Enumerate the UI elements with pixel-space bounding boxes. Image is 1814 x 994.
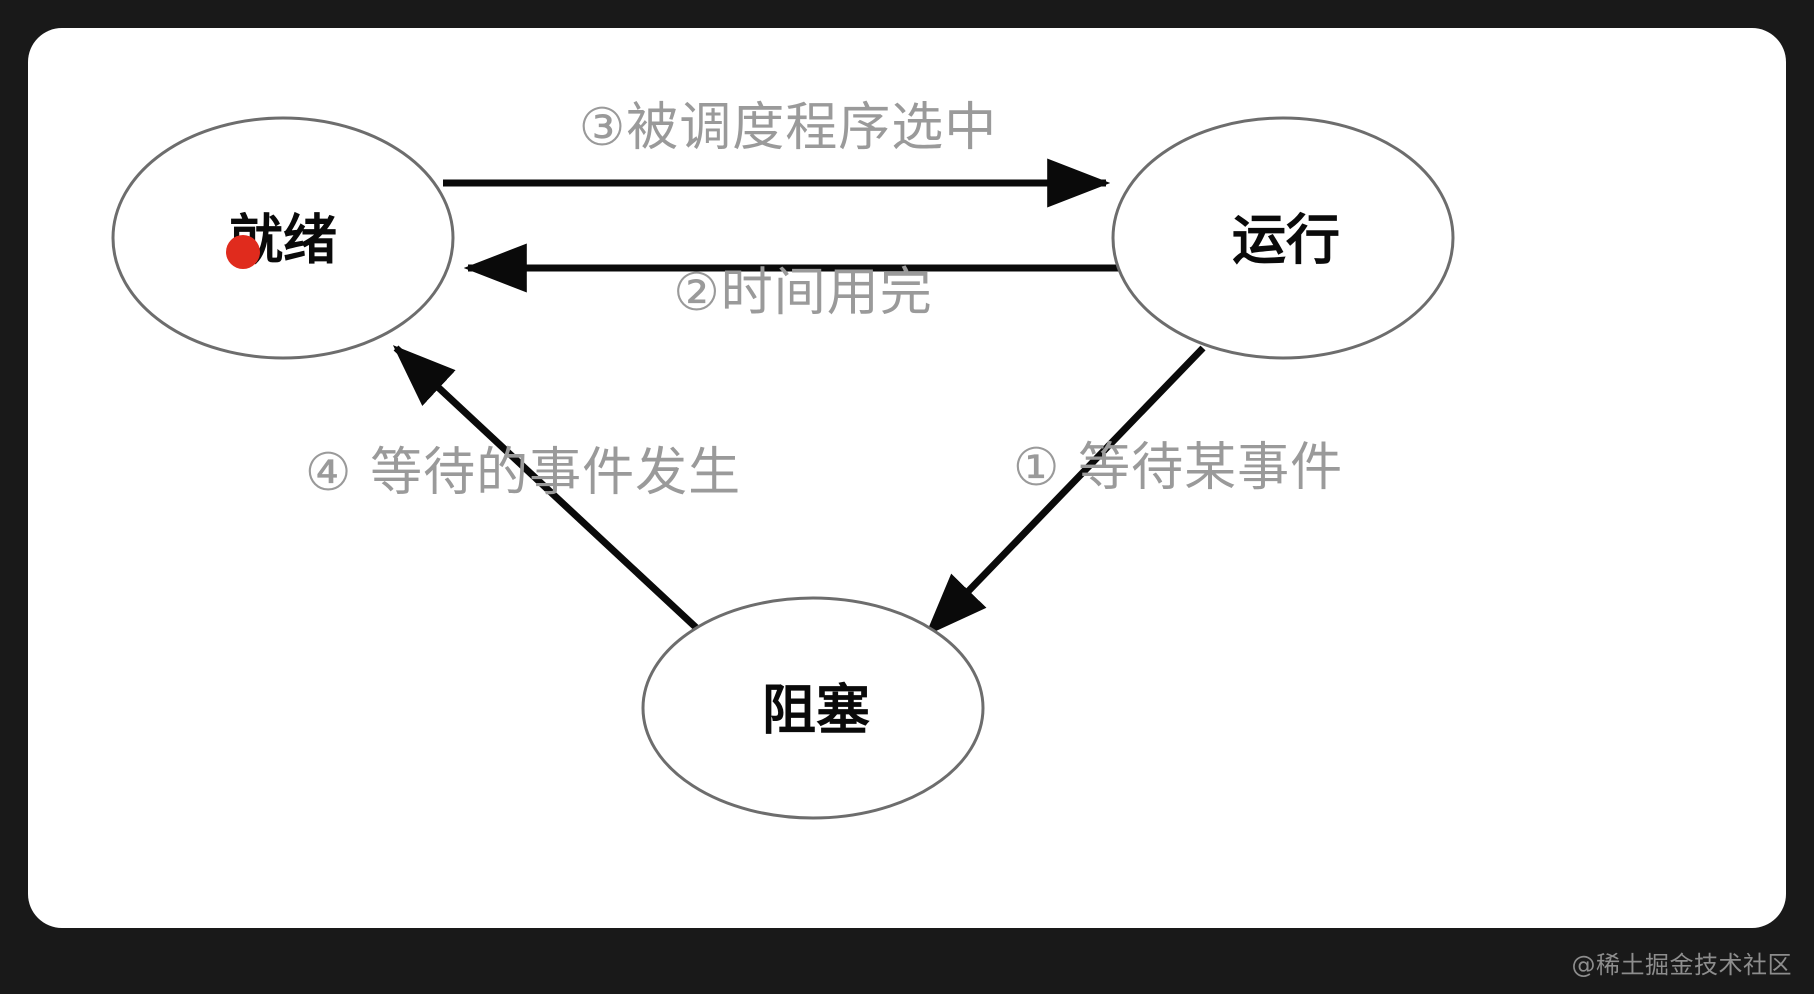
node-blocked[interactable]: 阻塞	[641, 596, 985, 820]
edge-line-running-to-blocked	[925, 345, 1206, 637]
watermark: @稀土掘金技术社区	[1571, 951, 1792, 979]
edge-label-blocked-to-ready: ④ 等待的事件发生	[305, 443, 741, 503]
edge-label-ready-to-running: ③被调度程序选中	[579, 98, 998, 158]
node-blocked-label: 阻塞	[762, 679, 870, 742]
node-running-ellipse	[1111, 116, 1455, 360]
edge-blocked-to-ready	[392, 345, 721, 651]
node-blocked-ellipse	[641, 596, 985, 820]
node-ready-ellipse	[111, 116, 455, 360]
edge-label-running-to-ready: ②时间用完	[673, 263, 933, 323]
edge-label-running-to-blocked: ① 等待某事件	[1013, 438, 1343, 498]
node-running[interactable]: 运行	[1111, 116, 1455, 360]
state-transition-diagram: 就绪 运行 阻塞 ③被调度程序选中 ②时间用完 ① 等待某事件 ④ 等待的事件发…	[111, 98, 1455, 820]
edge-running-to-blocked	[925, 345, 1206, 637]
edge-line-blocked-to-ready	[392, 345, 721, 651]
ready-marker-dot-icon	[226, 235, 260, 269]
diagram-card: 就绪 运行 阻塞 ③被调度程序选中 ②时间用完 ① 等待某事件 ④ 等待的事件发…	[28, 28, 1786, 928]
node-ready[interactable]: 就绪	[111, 116, 455, 360]
node-running-label: 运行	[1232, 209, 1340, 272]
